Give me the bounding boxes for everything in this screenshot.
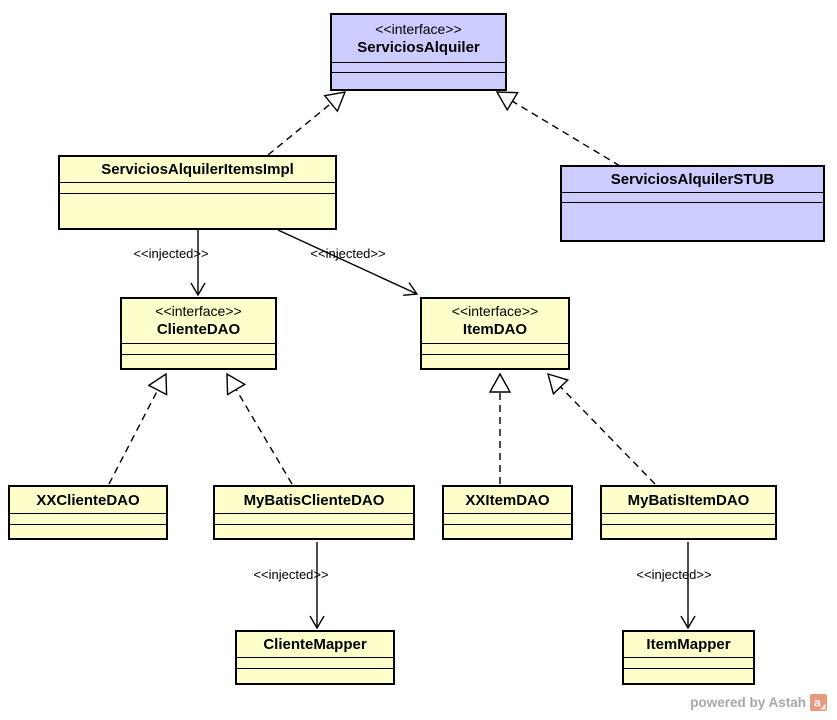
class-name: XXItemDAO bbox=[465, 491, 550, 509]
title-compartment: ItemMapper bbox=[624, 632, 753, 657]
class-box-serviciosalquiler[interactable]: <<interface>> ServiciosAlquiler bbox=[330, 13, 507, 91]
stereotype-label: <<interface>> bbox=[451, 303, 539, 319]
class-box-clientemapper[interactable]: ClienteMapper bbox=[235, 630, 395, 685]
operations-compartment bbox=[422, 354, 568, 368]
operations-compartment bbox=[237, 668, 393, 683]
attributes-compartment bbox=[122, 343, 275, 354]
class-name: ServiciosAlquilerSTUB bbox=[610, 171, 775, 188]
operations-compartment bbox=[624, 668, 753, 683]
watermark-text: powered by Astah bbox=[690, 695, 806, 710]
class-name: ClienteDAO bbox=[156, 321, 241, 338]
dependency-itemsimpl-itemdao bbox=[277, 229, 419, 297]
class-box-xxclientedao[interactable]: XXClienteDAO bbox=[8, 485, 168, 540]
title-compartment: MyBatisClienteDAO bbox=[215, 487, 413, 513]
class-name: ServiciosAlquilerItemsImpl bbox=[101, 161, 294, 178]
attributes-compartment bbox=[237, 657, 393, 668]
realization-stub-serviciosalquiler bbox=[497, 92, 621, 167]
attributes-compartment bbox=[10, 513, 166, 524]
attributes-compartment bbox=[602, 513, 775, 524]
class-box-clientedao[interactable]: <<interface>> ClienteDAO bbox=[120, 297, 277, 370]
operations-compartment bbox=[332, 72, 505, 89]
class-name: ServiciosAlquiler bbox=[357, 38, 480, 56]
attributes-compartment bbox=[215, 513, 413, 524]
class-box-serviciosalquileritemsimpl[interactable]: ServiciosAlquilerItemsImpl bbox=[58, 155, 337, 230]
class-name: ClienteMapper bbox=[263, 636, 367, 653]
stereotype-label: <<interface>> bbox=[155, 303, 242, 319]
title-compartment: <<interface>> ItemDAO bbox=[422, 299, 568, 343]
class-box-itemmapper[interactable]: ItemMapper bbox=[622, 630, 755, 685]
edge-label-injected-itemmapper: <<injected>> bbox=[636, 567, 712, 582]
title-compartment: ServiciosAlquilerSTUB bbox=[562, 167, 823, 192]
attributes-compartment bbox=[624, 657, 753, 668]
realization-itemsimpl-serviciosalquiler bbox=[267, 92, 345, 156]
title-compartment: ServiciosAlquilerItemsImpl bbox=[60, 157, 335, 182]
operations-compartment bbox=[444, 524, 571, 538]
attributes-compartment bbox=[444, 513, 571, 524]
class-box-mybatisitemdao[interactable]: MyBatisItemDAO bbox=[600, 485, 777, 540]
attributes-compartment bbox=[562, 192, 823, 202]
edge-label-injected-clientemapper: <<injected>> bbox=[253, 567, 329, 582]
class-name: XXClienteDAO bbox=[36, 491, 140, 509]
class-box-mybatisclientedao[interactable]: MyBatisClienteDAO bbox=[213, 485, 415, 540]
edge-label-injected-clientedao: <<injected>> bbox=[133, 246, 209, 261]
realization-mybatisclientedao-clientedao bbox=[227, 374, 293, 485]
title-compartment: MyBatisItemDAO bbox=[602, 487, 775, 513]
watermark: powered by Astah a bbox=[690, 694, 827, 711]
operations-compartment bbox=[60, 193, 335, 228]
attributes-compartment bbox=[422, 343, 568, 354]
title-compartment: <<interface>> ServiciosAlquiler bbox=[332, 15, 505, 62]
operations-compartment bbox=[10, 524, 166, 538]
realization-xxclientedao-clientedao bbox=[108, 374, 166, 485]
operations-compartment bbox=[122, 354, 275, 368]
svg-text:a: a bbox=[814, 696, 821, 710]
edge-label-injected-itemdao: <<injected>> bbox=[310, 246, 386, 261]
class-name: MyBatisItemDAO bbox=[627, 491, 750, 509]
class-box-serviciosalquilerstub[interactable]: ServiciosAlquilerSTUB bbox=[560, 165, 825, 242]
attributes-compartment bbox=[332, 62, 505, 72]
class-box-itemdao[interactable]: <<interface>> ItemDAO bbox=[420, 297, 570, 370]
attributes-compartment bbox=[60, 182, 335, 193]
title-compartment: <<interface>> ClienteDAO bbox=[122, 299, 275, 343]
title-compartment: ClienteMapper bbox=[237, 632, 393, 657]
operations-compartment bbox=[215, 524, 413, 538]
class-name: ItemDAO bbox=[462, 321, 528, 338]
class-name: MyBatisClienteDAO bbox=[243, 491, 385, 509]
operations-compartment bbox=[602, 524, 775, 538]
stereotype-label: <<interface>> bbox=[375, 20, 462, 37]
title-compartment: XXItemDAO bbox=[444, 487, 571, 513]
title-compartment: XXClienteDAO bbox=[10, 487, 166, 513]
realization-mybatisitemdao-itemdao bbox=[548, 374, 656, 485]
astah-logo-icon: a bbox=[810, 694, 827, 711]
operations-compartment bbox=[562, 202, 823, 240]
class-name: ItemMapper bbox=[646, 636, 731, 653]
class-box-xxitemdao[interactable]: XXItemDAO bbox=[442, 485, 573, 540]
